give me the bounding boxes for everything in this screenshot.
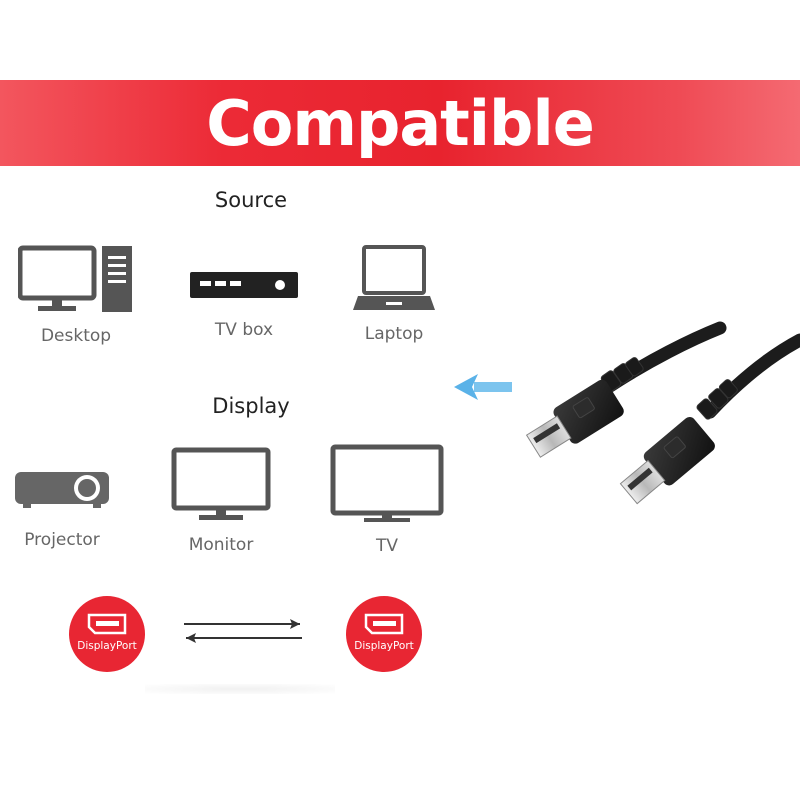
desktop-label: Desktop	[40, 326, 112, 346]
banner-title: Compatible	[206, 86, 594, 160]
tv-box-label: TV box	[214, 320, 274, 340]
arrow-left-icon	[454, 374, 512, 400]
bidirectional-arrows-icon	[184, 619, 302, 643]
laptop-label: Laptop	[364, 324, 424, 344]
tv-label: TV	[375, 536, 398, 556]
displayport-label-left: DisplayPort	[77, 640, 137, 652]
laptop-icon	[353, 245, 435, 310]
title-banner: Compatible	[0, 80, 800, 166]
tv-icon	[330, 444, 444, 522]
source-device-laptop: Laptop	[352, 244, 436, 344]
display-device-monitor: Monitor	[171, 447, 271, 555]
displayport-badge-left: DisplayPort	[69, 596, 145, 672]
display-device-projector: Projector	[13, 466, 111, 550]
floor-shadow	[145, 684, 335, 694]
display-device-tv: TV	[330, 444, 444, 556]
display-heading: Display	[212, 394, 290, 418]
displayport-port-icon	[87, 613, 127, 635]
displayport-cable-image	[525, 321, 800, 505]
displayport-port-icon	[364, 613, 404, 635]
source-device-tv-box: TV box	[188, 270, 300, 340]
desktop-icon	[18, 245, 132, 312]
projector-icon	[15, 472, 109, 508]
displayport-label-right: DisplayPort	[354, 640, 414, 652]
source-device-desktop: Desktop	[18, 244, 134, 346]
displayport-badge-right: DisplayPort	[346, 596, 422, 672]
projector-label: Projector	[24, 530, 100, 550]
tv-box-icon	[190, 272, 298, 298]
monitor-label: Monitor	[188, 535, 254, 555]
monitor-icon	[171, 447, 271, 520]
source-heading: Source	[214, 188, 288, 212]
